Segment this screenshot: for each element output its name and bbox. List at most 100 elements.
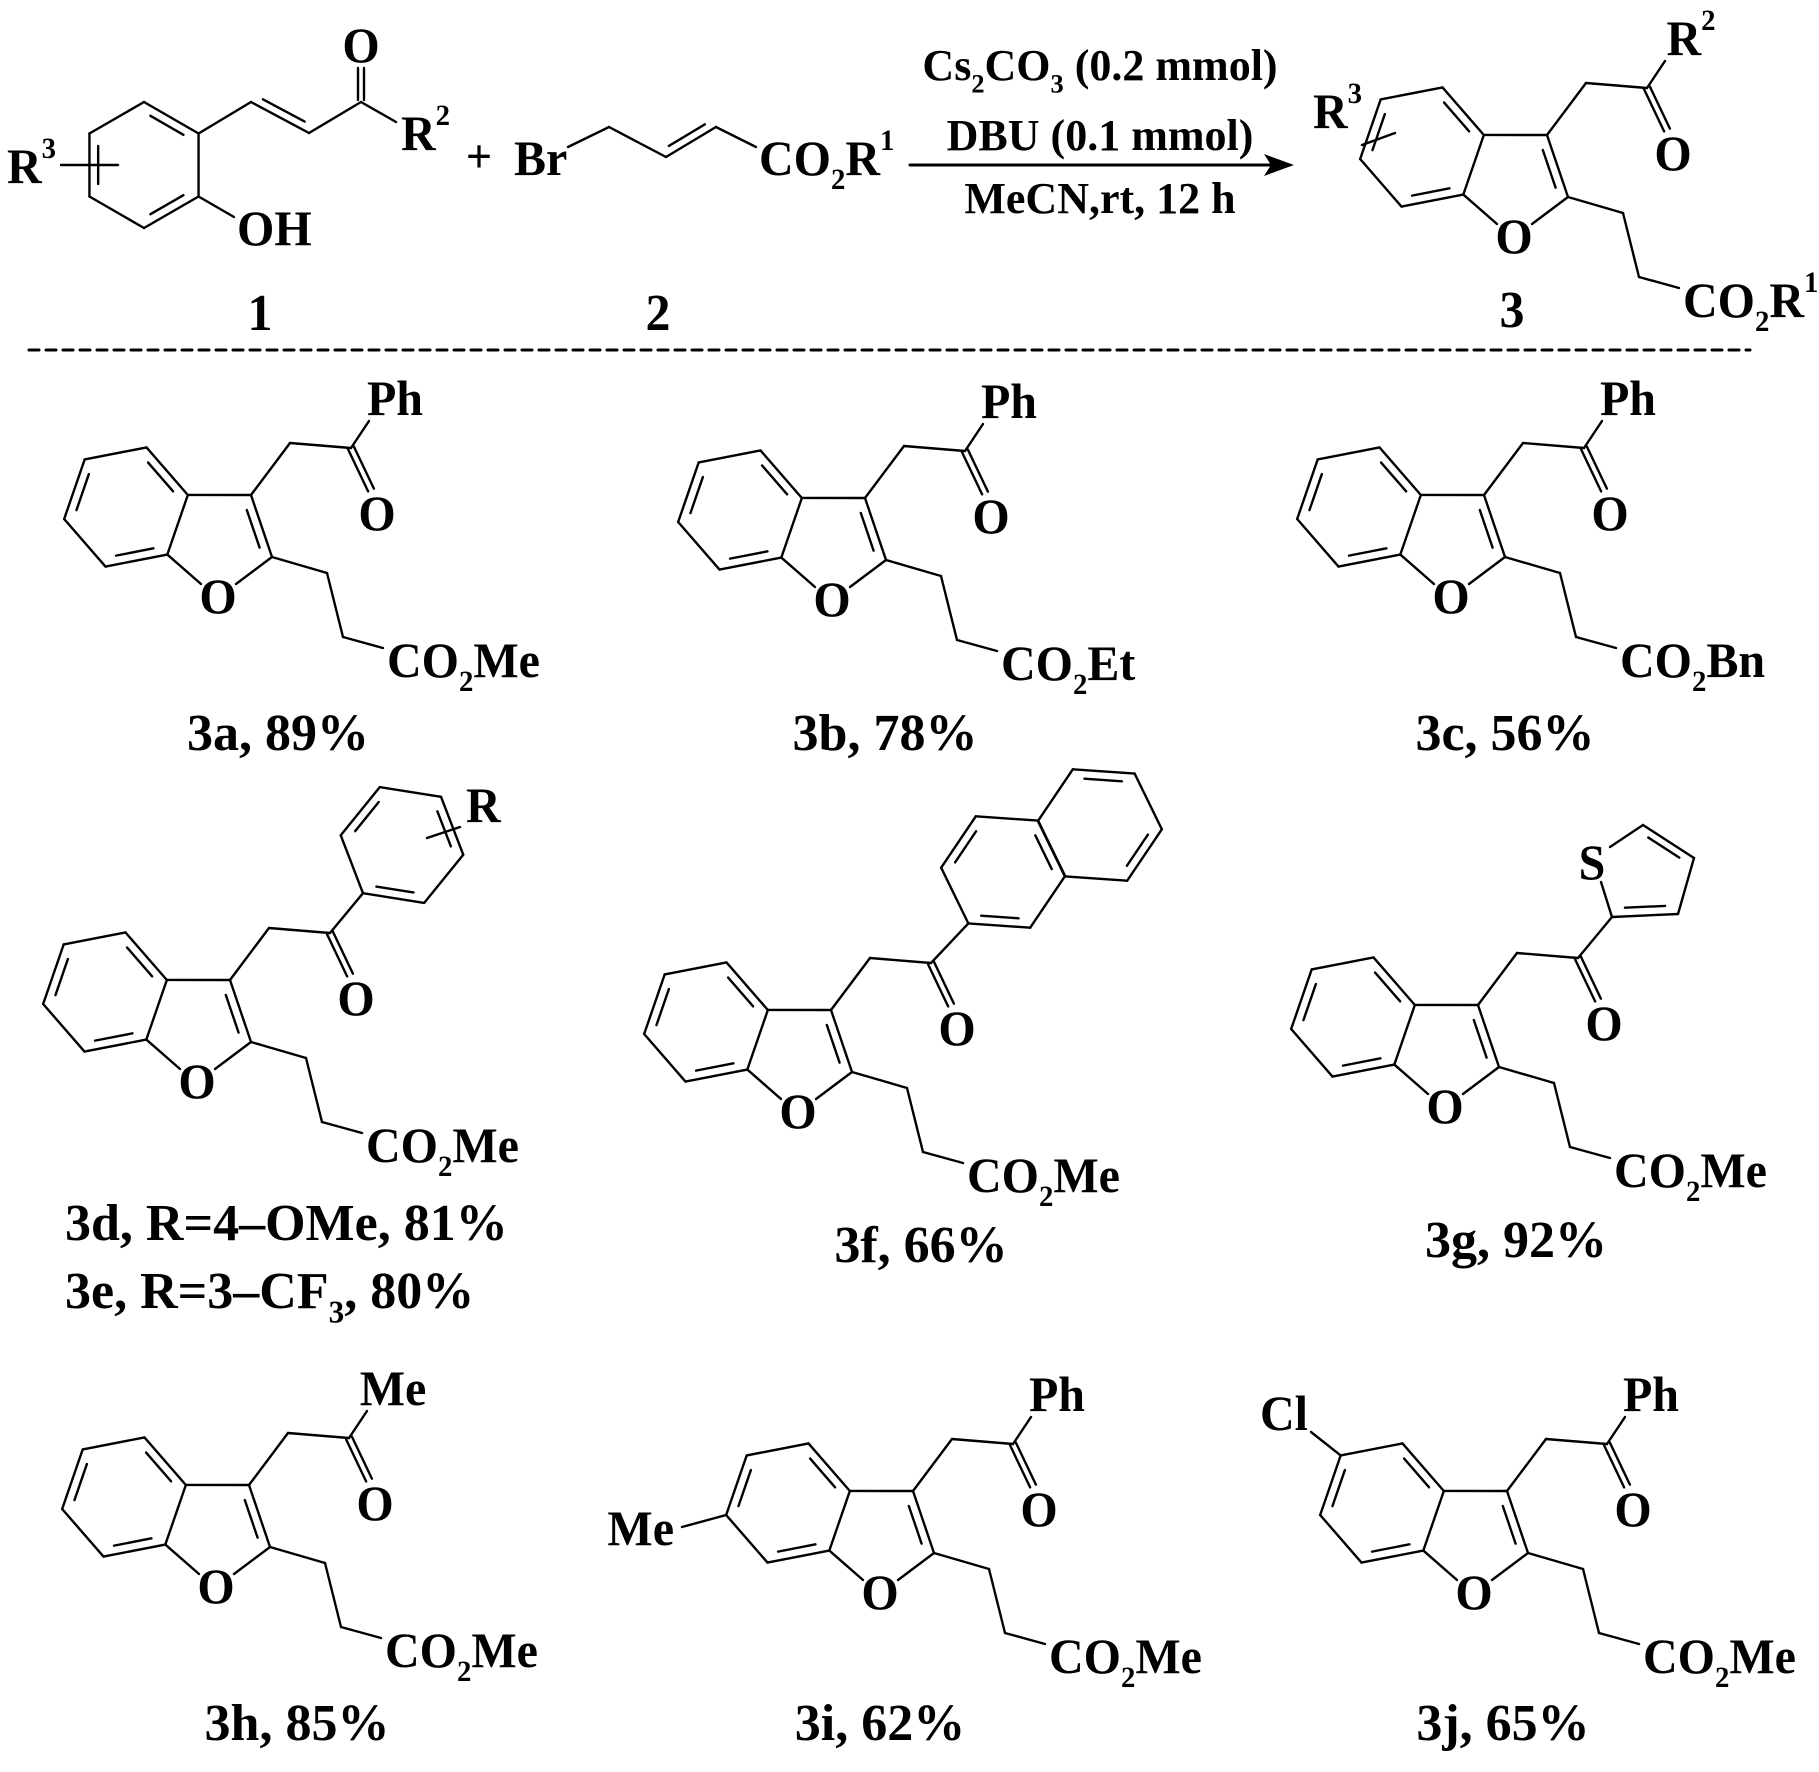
carbonyl-oxygen-label-text: O xyxy=(1591,485,1628,541)
r2-label-superscript: 2 xyxy=(1701,4,1715,37)
ester-label-subscript: 2 xyxy=(1755,305,1769,338)
furan-ring xyxy=(828,1489,936,1582)
compound-yield-label: 3h, 85% xyxy=(205,1695,390,1752)
thiophene-ring xyxy=(1599,823,1696,919)
naphthalene-ring-a xyxy=(939,815,1067,929)
double-bond-inner xyxy=(953,830,978,864)
bond xyxy=(746,1068,783,1101)
ester-label: CO2Me xyxy=(387,632,540,698)
double-bond-inner xyxy=(1373,971,1402,1003)
compound-yield-label-text: 3f, 66% xyxy=(834,1217,1007,1274)
carbonyl-oxygen-label-text: O xyxy=(342,17,379,73)
double-bond-inner xyxy=(907,1504,923,1545)
bond xyxy=(307,100,363,135)
ring-bond xyxy=(104,553,169,568)
ring-bond xyxy=(339,785,381,837)
ester-label-text: Me xyxy=(1700,1142,1767,1198)
compound-number-3-text: 3 xyxy=(1500,282,1525,339)
ring-bond xyxy=(1441,86,1486,137)
r2-label: Ph xyxy=(1029,1366,1085,1422)
methyl-substituent-label: Me xyxy=(607,1500,674,1556)
double-bond-inner xyxy=(667,123,707,148)
ring-bond xyxy=(746,1008,770,1071)
bond xyxy=(1505,1437,1548,1493)
r2-label: R2 xyxy=(1666,4,1715,66)
ester-label-text: CO xyxy=(366,1117,438,1173)
bond xyxy=(1422,1549,1459,1582)
double-bond-inner xyxy=(1347,547,1388,557)
double-bond-inner xyxy=(1478,508,1494,549)
double-bond-inner xyxy=(73,1462,89,1502)
ester-label: CO2Me xyxy=(1614,1142,1767,1208)
furan-ring xyxy=(1422,1489,1530,1582)
double-bond-inner xyxy=(1370,1543,1411,1553)
carbonyl-double-bond xyxy=(1602,1444,1626,1489)
double-bond-inner xyxy=(114,547,155,557)
ring-bond xyxy=(939,815,978,869)
ester-label: CO2R1 xyxy=(1683,266,1818,338)
furan-ring xyxy=(1399,493,1507,586)
bond xyxy=(249,493,274,559)
double-bond-inner xyxy=(979,914,1020,920)
bond xyxy=(1599,880,1614,919)
benzo-ring xyxy=(642,961,770,1083)
bond xyxy=(868,956,933,965)
ester-label-subscript: 2 xyxy=(438,1150,452,1183)
r2-label: Me xyxy=(360,1360,427,1416)
bond xyxy=(1544,1437,1609,1446)
carbonyl-double-bond xyxy=(966,448,990,493)
methyl-substituent-label-text: Me xyxy=(607,1500,674,1556)
ring-oxygen-label-text: O xyxy=(199,568,236,624)
ester-label-subscript: 2 xyxy=(1686,1175,1700,1208)
compound-yield-label-text: 3a, 89% xyxy=(187,705,369,762)
ring-bond xyxy=(1422,1489,1446,1552)
bond xyxy=(1521,441,1586,450)
plus-sign: + xyxy=(466,130,492,183)
ring-bond xyxy=(41,1002,86,1053)
bond xyxy=(1482,441,1525,497)
ring-oxygen-label-text: O xyxy=(1455,1564,1492,1620)
r2-label-text: Ph xyxy=(981,373,1037,429)
ester-label-text: CO xyxy=(387,632,459,688)
conditions-base-text: (0.2 mmol) xyxy=(1064,41,1278,90)
compound-yield-label: 3g, 92% xyxy=(1425,1212,1607,1269)
carbonyl-oxygen-label: O xyxy=(337,970,374,1026)
r3-label-text: R xyxy=(7,138,42,194)
r3-label: R3 xyxy=(1313,77,1362,139)
bond xyxy=(288,441,353,450)
bond xyxy=(1676,856,1696,916)
compound-yield-label: 3f, 66% xyxy=(834,1217,1007,1274)
plus-sign-text: + xyxy=(466,130,492,183)
benzo-ring xyxy=(1358,86,1486,208)
bond xyxy=(232,1545,272,1576)
double-bond-inner xyxy=(737,1468,753,1508)
ring-bond xyxy=(60,1507,105,1558)
bond xyxy=(1608,823,1645,849)
bond xyxy=(1610,912,1680,919)
double-bond-inner xyxy=(1125,833,1150,867)
carbonyl-double-bond xyxy=(352,445,376,490)
bond xyxy=(1497,1065,1556,1085)
furan-ring xyxy=(1462,133,1570,226)
conditions-catalyst: DBU (0.1 mmol) xyxy=(947,111,1254,160)
ring-bond xyxy=(378,785,443,799)
double-bond-inner xyxy=(726,976,755,1008)
ester-label-text: R xyxy=(1769,272,1804,328)
bond xyxy=(814,1070,854,1101)
carbonyl-oxygen-label: O xyxy=(356,1475,393,1531)
bond xyxy=(197,100,253,135)
r2-label-superscript: 2 xyxy=(436,99,450,132)
ring-bond xyxy=(339,834,365,895)
bond xyxy=(270,555,329,575)
ring-oxygen-label-text: O xyxy=(1432,568,1469,624)
double-bond-inner xyxy=(149,114,185,137)
double-bond-inner xyxy=(1402,1457,1431,1489)
double-bond-inner xyxy=(1371,112,1387,152)
r2-label-text: Ph xyxy=(1623,1366,1679,1422)
bond xyxy=(1582,419,1604,450)
